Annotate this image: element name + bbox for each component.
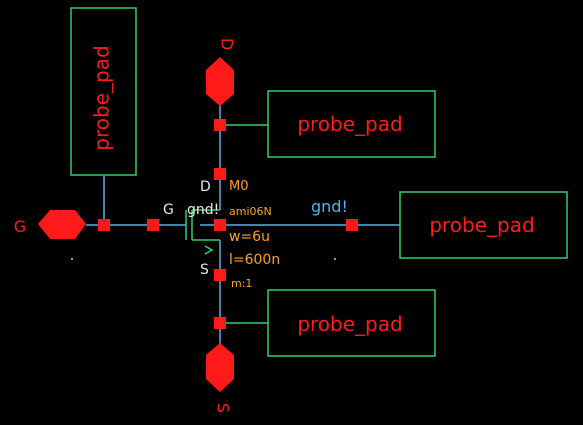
source-pin-icon[interactable] xyxy=(206,343,234,392)
probe-pad-left-box[interactable] xyxy=(70,7,137,176)
source-arrow-icon xyxy=(204,245,214,255)
probe-pads xyxy=(70,7,568,357)
terminal-gate-label: G xyxy=(163,202,174,218)
drain-pin-icon[interactable] xyxy=(206,57,234,106)
terminal-drain-label: D xyxy=(200,179,211,195)
connection-square xyxy=(147,219,159,231)
grid-dot xyxy=(334,258,336,260)
grid-dot xyxy=(71,258,73,260)
grid-dots xyxy=(71,258,336,260)
instance-leads xyxy=(226,124,268,324)
device-width: w=6u xyxy=(229,229,270,245)
probe-pad-left-label: probe_pad xyxy=(90,45,114,150)
connection-square xyxy=(214,119,226,131)
connection-square xyxy=(214,168,226,180)
gate-pin-label: G xyxy=(14,217,26,236)
bulk-terminal-label: gnd! xyxy=(187,202,219,218)
source-pin-label: S xyxy=(214,403,233,413)
connection-points xyxy=(98,119,358,329)
connection-square xyxy=(214,269,226,281)
probe-pad-source-box[interactable] xyxy=(267,289,436,357)
probe-pad-drain-box[interactable] xyxy=(267,90,436,158)
probe-pad-bulk-box[interactable] xyxy=(399,191,568,259)
connection-square xyxy=(214,317,226,329)
device-length: l=600n xyxy=(229,252,280,268)
drain-pin-label: D xyxy=(218,38,237,50)
instance-name: M0 xyxy=(229,179,249,194)
connection-square xyxy=(214,219,226,231)
device-model: ami06N xyxy=(229,205,272,218)
net-label-gnd[interactable]: gnd! xyxy=(311,197,348,216)
device-multiplier: m:1 xyxy=(231,277,252,290)
connection-square xyxy=(98,219,110,231)
connection-square xyxy=(346,219,358,231)
probe-pad-drain-label: probe_pad xyxy=(297,112,402,136)
nmos-transistor-symbol[interactable] xyxy=(185,209,220,255)
gate-pin-icon[interactable] xyxy=(38,210,86,239)
probe-pad-bulk-label: probe_pad xyxy=(429,213,534,237)
terminal-source-label: S xyxy=(200,262,209,278)
probe-pad-source-label: probe_pad xyxy=(297,312,402,336)
